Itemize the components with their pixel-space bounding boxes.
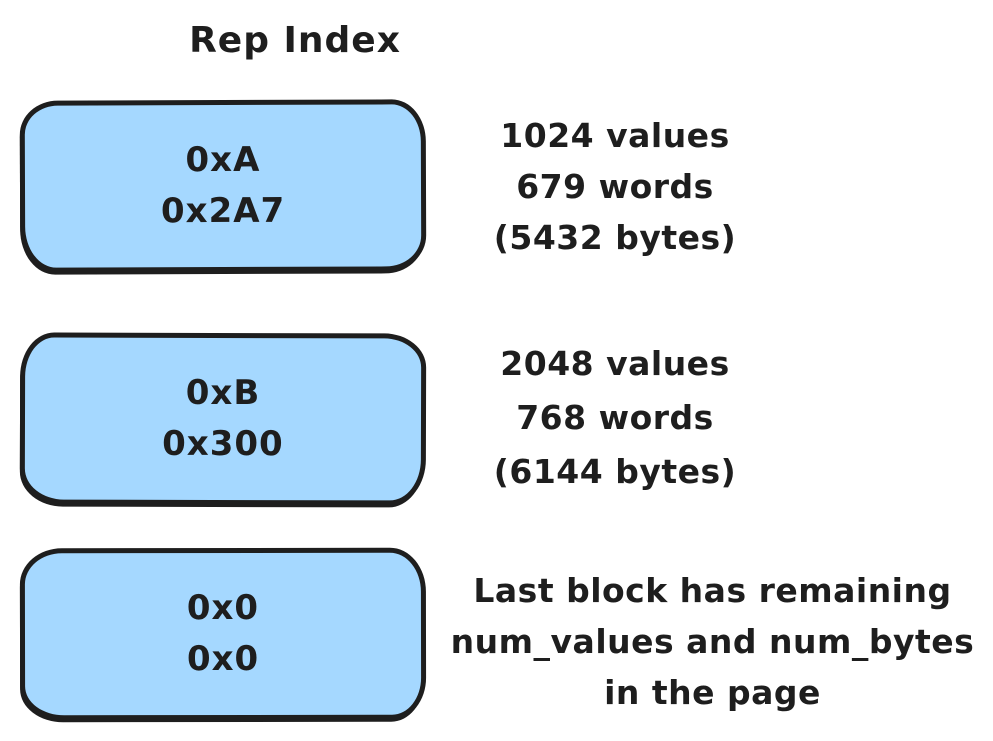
block-2-annotation-values: 2048 values [500,344,730,383]
block-1-index-value: 0x2A7 [160,190,286,232]
block-2-rep-value: 0xB [185,372,261,414]
block-2-annotation-bytes: (6144 bytes) [493,452,737,491]
block-1-annotation-values: 1024 values [500,116,730,155]
block-2-annotation: 2048 values 768 words (6144 bytes) [430,337,800,499]
rep-index-block-1: 0xA 0x2A7 [19,99,427,273]
rep-index-block-2: 0xB 0x300 [19,332,427,506]
block-3-annotation-line-2: num_values and num_bytes [450,622,975,661]
block-1-annotation-bytes: (5432 bytes) [493,218,737,257]
rep-index-block-3: 0x0 0x0 [19,547,427,721]
block-2-index-value: 0x300 [162,423,284,465]
block-1-annotation: 1024 values 679 words (5432 bytes) [430,110,800,263]
block-3-annotation-line-1: Last block has remaining [473,571,952,610]
block-3-annotation-line-3: in the page [604,673,821,712]
block-3-index-value: 0x0 [186,638,260,680]
block-1-annotation-words: 679 words [516,167,714,206]
diagram-title: Rep Index [189,20,401,61]
block-1-rep-value: 0xA [185,139,261,181]
block-2-annotation-words: 768 words [516,398,714,437]
block-3-rep-value: 0x0 [186,587,260,629]
block-3-annotation: Last block has remaining num_values and … [440,565,985,718]
